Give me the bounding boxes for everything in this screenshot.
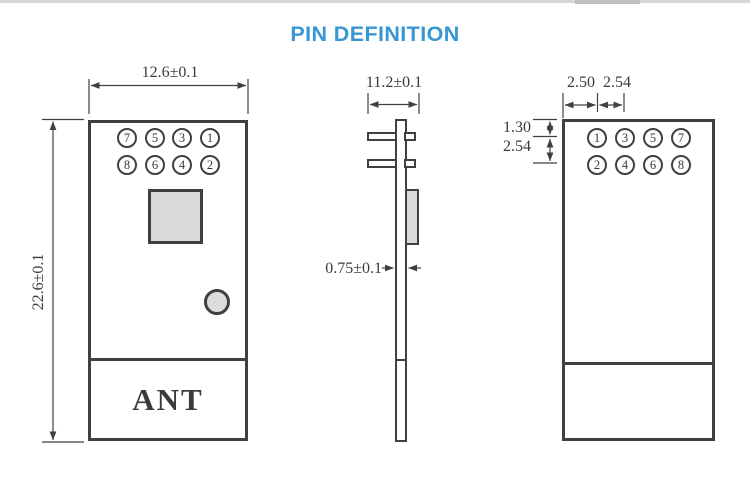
back-view-outline <box>562 119 715 441</box>
ic-chip-front <box>148 189 203 244</box>
front-view-outline: ANT <box>88 120 248 441</box>
back-pin-2: 2 <box>587 155 607 175</box>
side-pin-lead-1-right <box>404 132 416 141</box>
back-pin-4: 4 <box>615 155 635 175</box>
front-height-dimension: 22.6±0.1 <box>30 253 47 311</box>
back-antenna-divider <box>565 362 712 365</box>
round-component <box>204 289 230 315</box>
back-pin-7: 7 <box>671 128 691 148</box>
side-pin-lead-2-left <box>367 159 397 168</box>
front-pin-7: 7 <box>117 128 137 148</box>
back-pin-5: 5 <box>643 128 663 148</box>
front-pin-2: 2 <box>200 155 220 175</box>
front-pin-4: 4 <box>172 155 192 175</box>
front-pin-3: 3 <box>172 128 192 148</box>
top-edge-strip-dark <box>575 0 640 4</box>
antenna-section-divider <box>91 358 245 361</box>
side-thickness-dimension: 0.75±0.1 <box>325 260 382 277</box>
antenna-label: ANT <box>132 381 204 417</box>
back-edge-margin-dimension: 2.50 <box>567 74 595 91</box>
back-column-pitch-dimension: 2.54 <box>603 74 631 91</box>
antenna-section: ANT <box>91 361 245 438</box>
side-depth-dimension: 11.2±0.1 <box>365 74 423 91</box>
page-title: PIN DEFINITION <box>290 22 460 46</box>
front-pin-5: 5 <box>145 128 165 148</box>
back-pin-8: 8 <box>671 155 691 175</box>
side-antenna-divider <box>397 359 405 361</box>
back-pin-1: 1 <box>587 128 607 148</box>
side-pin-lead-2-right <box>404 159 416 168</box>
ic-chip-side <box>405 189 419 245</box>
front-width-dimension: 12.6±0.1 <box>141 64 199 81</box>
top-edge-strip <box>0 0 750 3</box>
back-top-margin-dimension: 1.30 <box>503 119 531 136</box>
front-pin-6: 6 <box>145 155 165 175</box>
back-pin-3: 3 <box>615 128 635 148</box>
back-row-pitch-dimension: 2.54 <box>503 138 531 155</box>
back-pin-6: 6 <box>643 155 663 175</box>
front-pin-1: 1 <box>200 128 220 148</box>
side-pin-lead-1-left <box>367 132 397 141</box>
front-pin-8: 8 <box>117 155 137 175</box>
side-view-outline <box>395 119 407 442</box>
